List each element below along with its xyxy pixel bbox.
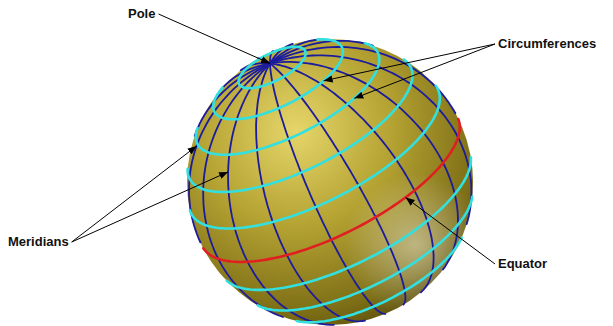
pole-label: Pole xyxy=(128,6,155,22)
sphere-highlight xyxy=(187,39,473,325)
equator-line xyxy=(203,119,460,262)
leader-line xyxy=(354,44,495,98)
leader-lines xyxy=(72,14,495,264)
meridian-line xyxy=(270,63,405,304)
leader-line xyxy=(324,44,495,81)
meridian-line xyxy=(270,63,434,292)
latitude-circle xyxy=(258,197,472,311)
latitude-circle xyxy=(196,43,380,154)
latitude-circle xyxy=(297,238,462,323)
equator-label: Equator xyxy=(498,256,547,272)
sphere-grid xyxy=(188,39,473,325)
leader-line xyxy=(72,172,228,242)
leader-line xyxy=(159,14,271,63)
circumferences-label: Circumferences xyxy=(498,36,596,52)
latitude-circle xyxy=(213,39,343,119)
meridian-line xyxy=(228,63,334,325)
latitude-circle xyxy=(190,86,440,229)
meridians-label: Meridians xyxy=(8,234,69,250)
leader-line xyxy=(406,198,495,265)
sphere-body xyxy=(187,39,473,325)
latitude-circle xyxy=(239,47,306,88)
